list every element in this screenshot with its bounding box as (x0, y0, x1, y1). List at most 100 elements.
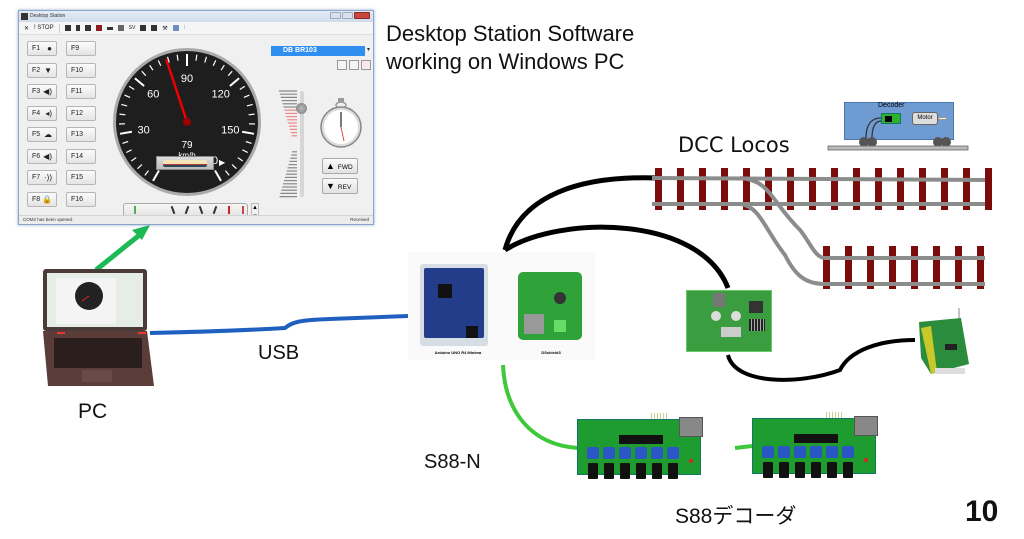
function-icon: ▼ (44, 65, 52, 75)
led (689, 459, 693, 463)
s88-link-cable (734, 444, 753, 450)
function-button-f8[interactable]: F8🔒 (27, 191, 57, 207)
throttle-slider-handle[interactable] (296, 103, 307, 114)
reverse-button[interactable]: ▼REV (322, 178, 358, 194)
stop-button[interactable]: ! STOP (34, 25, 54, 31)
function-button-label: F15 (71, 174, 84, 181)
function-button-f15[interactable]: F15 (66, 170, 96, 185)
audio-jack (795, 462, 805, 478)
function-button-f7[interactable]: F7·)) (27, 170, 57, 185)
scroll-up-icon[interactable]: ▲ (252, 205, 258, 211)
status-bar: COM2 has been opened. Received (19, 215, 373, 224)
toolbar: ✕ ! STOP SV ⚒ i (19, 22, 373, 35)
stop-label: STOP (37, 25, 54, 31)
wrench-icon[interactable]: ⚒ (162, 25, 168, 32)
status-left: COM2 has been opened. (23, 217, 74, 222)
rj45-jack (679, 417, 703, 437)
function-button-label: F8 (32, 195, 41, 203)
function-button-f13[interactable]: F13 (66, 127, 96, 142)
s88-decoder-board-1 (577, 413, 737, 483)
audio-jack (811, 462, 821, 478)
function-button-label: F6 (32, 152, 41, 160)
play-icon[interactable]: ▶ (219, 158, 226, 167)
gauge-tick (239, 85, 246, 90)
loco-selector[interactable]: DB BR103 (271, 46, 365, 56)
speed-needle (165, 58, 189, 123)
function-button-f10[interactable]: F10 (66, 62, 96, 78)
audio-jack (652, 463, 662, 479)
desktop-station-window: Desktop Station ✕ ! STOP SV ⚒ i F1●F2▼F3… (18, 10, 374, 225)
maximize-button[interactable] (342, 12, 353, 19)
list-icon[interactable] (75, 25, 80, 31)
function-button-f11[interactable]: F11 (66, 84, 96, 99)
function-button-label: F11 (71, 88, 83, 95)
monitor-icon[interactable] (151, 25, 158, 31)
trimmer-pot (651, 447, 663, 459)
speed-unit: km/h (178, 151, 195, 160)
layout-icon[interactable] (95, 25, 102, 31)
gauge-tick (144, 170, 150, 176)
loco-decoder-diagram: Decoder Motor (826, 100, 972, 154)
window-controls (330, 12, 370, 19)
function-button-f12[interactable]: F12 (66, 105, 96, 121)
gauge-tick-label: 150 (221, 125, 239, 137)
function-icon: ◀) (43, 151, 52, 161)
track-tie (699, 168, 706, 210)
function-button-f9[interactable]: F9 (66, 41, 96, 56)
function-button-f14[interactable]: F14 (66, 148, 96, 164)
function-button-f4[interactable]: F4◂) (27, 105, 57, 121)
function-button-f1[interactable]: F1● (27, 41, 57, 56)
gauge-tick (128, 85, 135, 90)
function-icon: ☁ (44, 130, 52, 139)
stopwatch-icon[interactable] (319, 97, 363, 149)
loco-delete-button[interactable] (361, 60, 371, 70)
arduino-caption: Arduino UNO R4 Minima (434, 350, 482, 355)
function-icon: ◂) (45, 108, 52, 118)
gauge-tick (220, 64, 225, 71)
function-button-label: F1 (32, 45, 41, 52)
sv-icon[interactable]: SV (128, 25, 136, 31)
close-window-button[interactable] (354, 12, 370, 19)
function-button-label: F2 (32, 66, 41, 74)
function-button-f3[interactable]: F3◀) (27, 84, 57, 99)
loco-icon[interactable] (64, 25, 71, 31)
couple-icon[interactable] (84, 25, 91, 31)
track-tie (845, 246, 852, 289)
throttle-track[interactable] (300, 91, 304, 197)
function-button-label: F3 (32, 88, 41, 95)
minimize-button[interactable] (330, 12, 341, 19)
grid-icon[interactable] (140, 25, 147, 31)
gauge-tick (241, 130, 255, 135)
gauge-tick (137, 164, 143, 170)
loco-edit-button[interactable] (337, 60, 347, 70)
function-button-label: F9 (71, 45, 80, 52)
function-button-f5[interactable]: F5☁ (27, 127, 57, 142)
info-icon[interactable]: i (183, 25, 186, 31)
table-icon[interactable] (117, 25, 124, 31)
loco-thumbnail[interactable] (156, 156, 214, 170)
motor-box: Motor (912, 112, 938, 125)
function-button-f16[interactable]: F16 (66, 191, 96, 207)
function-button-f6[interactable]: F6◀) (27, 148, 57, 164)
heading-line-1: Desktop Station Software (386, 21, 635, 46)
calendar-icon[interactable] (172, 25, 179, 31)
function-button-f2[interactable]: F2▼ (27, 62, 57, 78)
loco-selector-dropdown-icon[interactable]: ▾ (367, 47, 371, 53)
pc-to-app-arrow-head (132, 225, 150, 240)
signal-icon (228, 206, 230, 214)
audio-jack (763, 462, 773, 478)
gauge-tick (231, 164, 237, 170)
trimmer-pot (635, 447, 647, 459)
loco-info-button[interactable] (349, 60, 359, 70)
audio-jack (620, 463, 630, 479)
dcc-locos-label: DCC Locos (678, 133, 790, 157)
lines-icon[interactable] (106, 26, 113, 30)
forward-button[interactable]: ▲FWD (322, 158, 358, 174)
gauge-tick (237, 157, 244, 162)
function-button-label: F13 (71, 131, 84, 138)
track-tie (955, 246, 962, 289)
function-button-label: F16 (71, 195, 84, 203)
turnout-icon (212, 205, 218, 215)
toolbar-separator (58, 23, 60, 33)
power-off-button[interactable]: ✕ (24, 25, 30, 32)
